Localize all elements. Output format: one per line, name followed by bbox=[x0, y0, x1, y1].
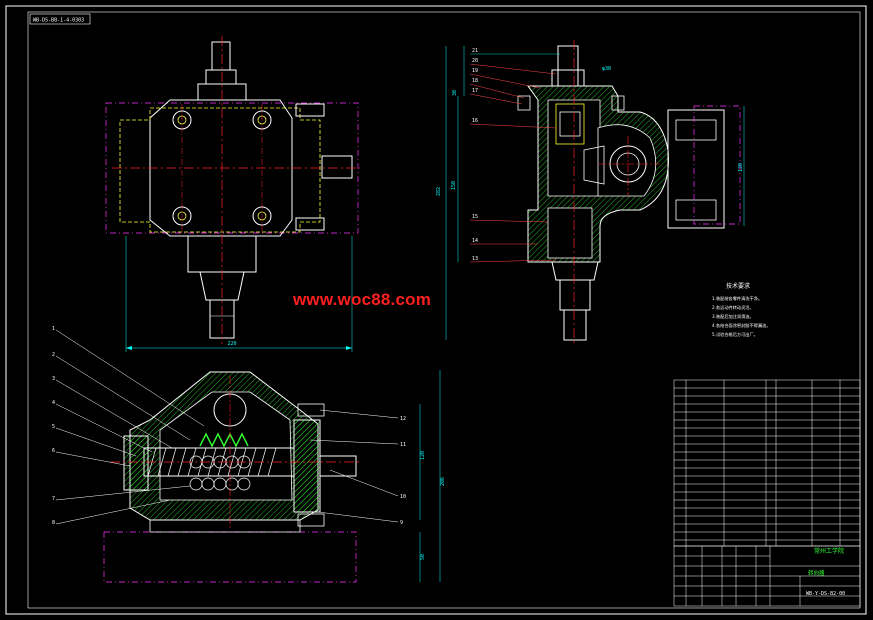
bottom-ref-5: 5 bbox=[52, 424, 55, 430]
section-view: 21 20 19 18 17 16 15 14 13 282 150 30 12… bbox=[436, 40, 745, 344]
tech-req-line-3: 3.装配后加注润滑油。 bbox=[712, 313, 754, 320]
top-dim-width: 220 bbox=[227, 341, 236, 347]
bottom-dim-120: 120 bbox=[420, 451, 426, 460]
outer-frame bbox=[5, 5, 867, 615]
watermark-text: www.woc88.com bbox=[293, 290, 432, 309]
section-dim-150: 150 bbox=[451, 181, 457, 190]
bottom-ref-8: 8 bbox=[52, 520, 55, 526]
bottom-ref-6: 6 bbox=[52, 448, 55, 454]
bill-of-materials bbox=[673, 379, 861, 547]
section-ref-17: 17 bbox=[472, 88, 478, 94]
bottom-view: 1 2 3 4 5 6 7 8 12 11 10 9 206 120 50 bbox=[52, 326, 446, 583]
title-block bbox=[673, 545, 861, 607]
section-dim-120: 120 bbox=[738, 163, 744, 172]
top-side-shaft bbox=[321, 155, 353, 179]
bottom-dim-206: 206 bbox=[440, 477, 446, 486]
section-input-shaft bbox=[557, 45, 579, 87]
bottom-dim-50: 50 bbox=[420, 554, 426, 560]
section-ref-13: 13 bbox=[472, 256, 478, 262]
bottom-ref-11: 11 bbox=[400, 442, 406, 448]
section-dim-dia: φ38 bbox=[602, 66, 611, 72]
tech-req-line-1: 1.装配前各零件清洗干净。 bbox=[712, 295, 762, 302]
bottom-phantom-base bbox=[103, 531, 357, 583]
section-ref-14: 14 bbox=[472, 238, 478, 244]
bottom-ref-1: 1 bbox=[52, 326, 55, 332]
section-dim-30: 30 bbox=[452, 90, 458, 96]
drawing-code-text: WB-DS-BB-1-4-0303 bbox=[33, 18, 84, 24]
title-block-drawing-number: WB-Y-DS-B2-00 bbox=[806, 591, 845, 597]
section-ref-20: 20 bbox=[472, 58, 478, 64]
top-view: 220 bbox=[105, 36, 360, 352]
top-shaft-nut bbox=[205, 69, 237, 85]
section-ref-18: 18 bbox=[472, 78, 478, 84]
title-block-drawing-name: 转向器 bbox=[808, 569, 825, 577]
title-block-school: 常州工学院 bbox=[814, 547, 844, 555]
section-ref-15: 15 bbox=[472, 214, 478, 220]
bottom-ref-10: 10 bbox=[400, 494, 406, 500]
bottom-side-shaft bbox=[319, 455, 357, 477]
bottom-ref-7: 7 bbox=[52, 496, 55, 502]
inner-frame bbox=[27, 11, 861, 609]
bottom-ref-2: 2 bbox=[52, 352, 55, 358]
bottom-ref-9: 9 bbox=[400, 520, 403, 526]
tech-req-title: 技术要求 bbox=[726, 282, 750, 290]
bottom-ref-4: 4 bbox=[52, 400, 55, 406]
top-view-phantom-outline bbox=[105, 102, 359, 234]
tech-req-line-2: 2.各运动件转动灵活。 bbox=[712, 304, 754, 311]
top-hidden-flange bbox=[119, 107, 321, 233]
bottom-ref-3: 3 bbox=[52, 376, 55, 382]
section-part-refs: 21 20 19 18 17 16 15 14 13 bbox=[469, 48, 560, 263]
section-output-shaft bbox=[563, 309, 587, 341]
tech-req-line-4: 4.各结合面涂密封胶不得漏油。 bbox=[712, 322, 770, 329]
section-ref-21: 21 bbox=[472, 48, 478, 54]
top-housing bbox=[149, 99, 293, 237]
tech-requirements: 技术要求 1.装配前各零件清洗干净。 2.各运动件转动灵活。 3.装配后加注润滑… bbox=[712, 282, 770, 338]
section-dim-282: 282 bbox=[436, 187, 442, 196]
tech-req-line-5: 5.试验合格后方可出厂。 bbox=[712, 331, 758, 338]
bottom-leaders bbox=[55, 329, 399, 525]
section-ref-19: 19 bbox=[472, 68, 478, 74]
section-ref-16: 16 bbox=[472, 118, 478, 124]
drawing-code-box bbox=[29, 13, 91, 25]
bottom-rack-teeth bbox=[199, 432, 249, 448]
section-cover-flange bbox=[667, 109, 725, 229]
bottom-ref-12: 12 bbox=[400, 416, 406, 422]
top-shaft-upper bbox=[211, 41, 231, 71]
